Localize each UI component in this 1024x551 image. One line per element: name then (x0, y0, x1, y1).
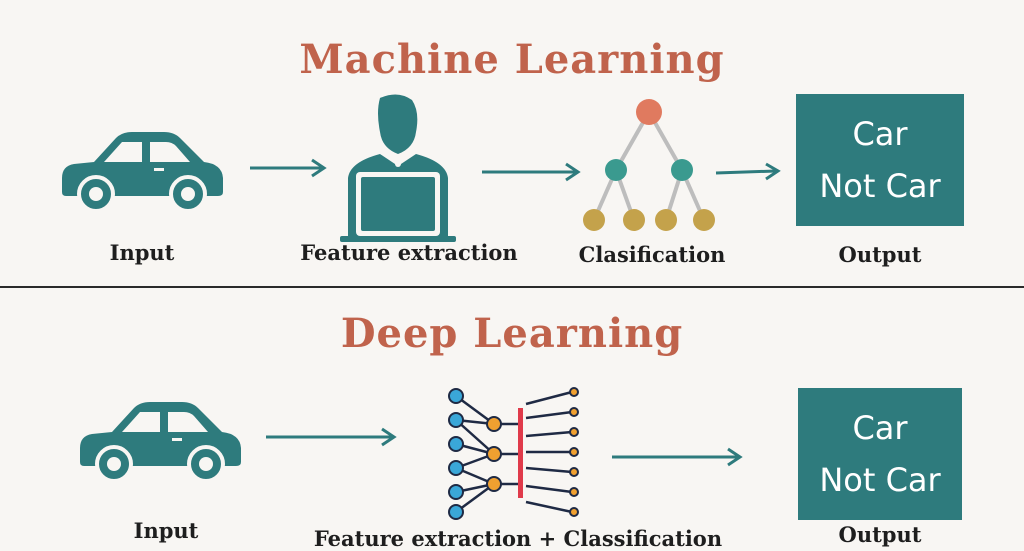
arrow-right-icon (612, 447, 743, 467)
arrow-right-icon (250, 158, 327, 178)
arrow-right-icon (715, 162, 781, 181)
dl-input-label: Input (133, 518, 199, 543)
ml-output-not-car: Not Car (819, 167, 941, 205)
decision-tree-icon (583, 99, 715, 231)
section-divider (0, 286, 1024, 288)
car-icon (80, 402, 241, 483)
dl-output-car: Car (852, 409, 908, 447)
ml-output-label: Output (838, 242, 922, 267)
ml-input-label: Input (109, 240, 175, 265)
arrow-right-icon (266, 427, 397, 447)
ml-output-car: Car (852, 115, 908, 153)
dl-output-label: Output (838, 522, 922, 547)
machine-learning-title: Machine Learning (299, 36, 725, 83)
dl-output-box: Car Not Car (798, 388, 962, 520)
ml-classification-label: Clasification (578, 242, 726, 267)
dl-output-not-car: Not Car (819, 461, 941, 499)
neural-network-icon (448, 387, 579, 520)
ml-output-box: Car Not Car (796, 94, 964, 226)
deep-learning-title: Deep Learning (340, 310, 684, 357)
person-laptop-icon (340, 94, 456, 242)
car-icon (62, 132, 223, 213)
dl-feature-extraction-classification-label: Feature extraction + Classification (313, 526, 723, 551)
arrow-right-icon (482, 162, 581, 182)
ml-feature-extraction-label: Feature extraction (300, 240, 518, 265)
